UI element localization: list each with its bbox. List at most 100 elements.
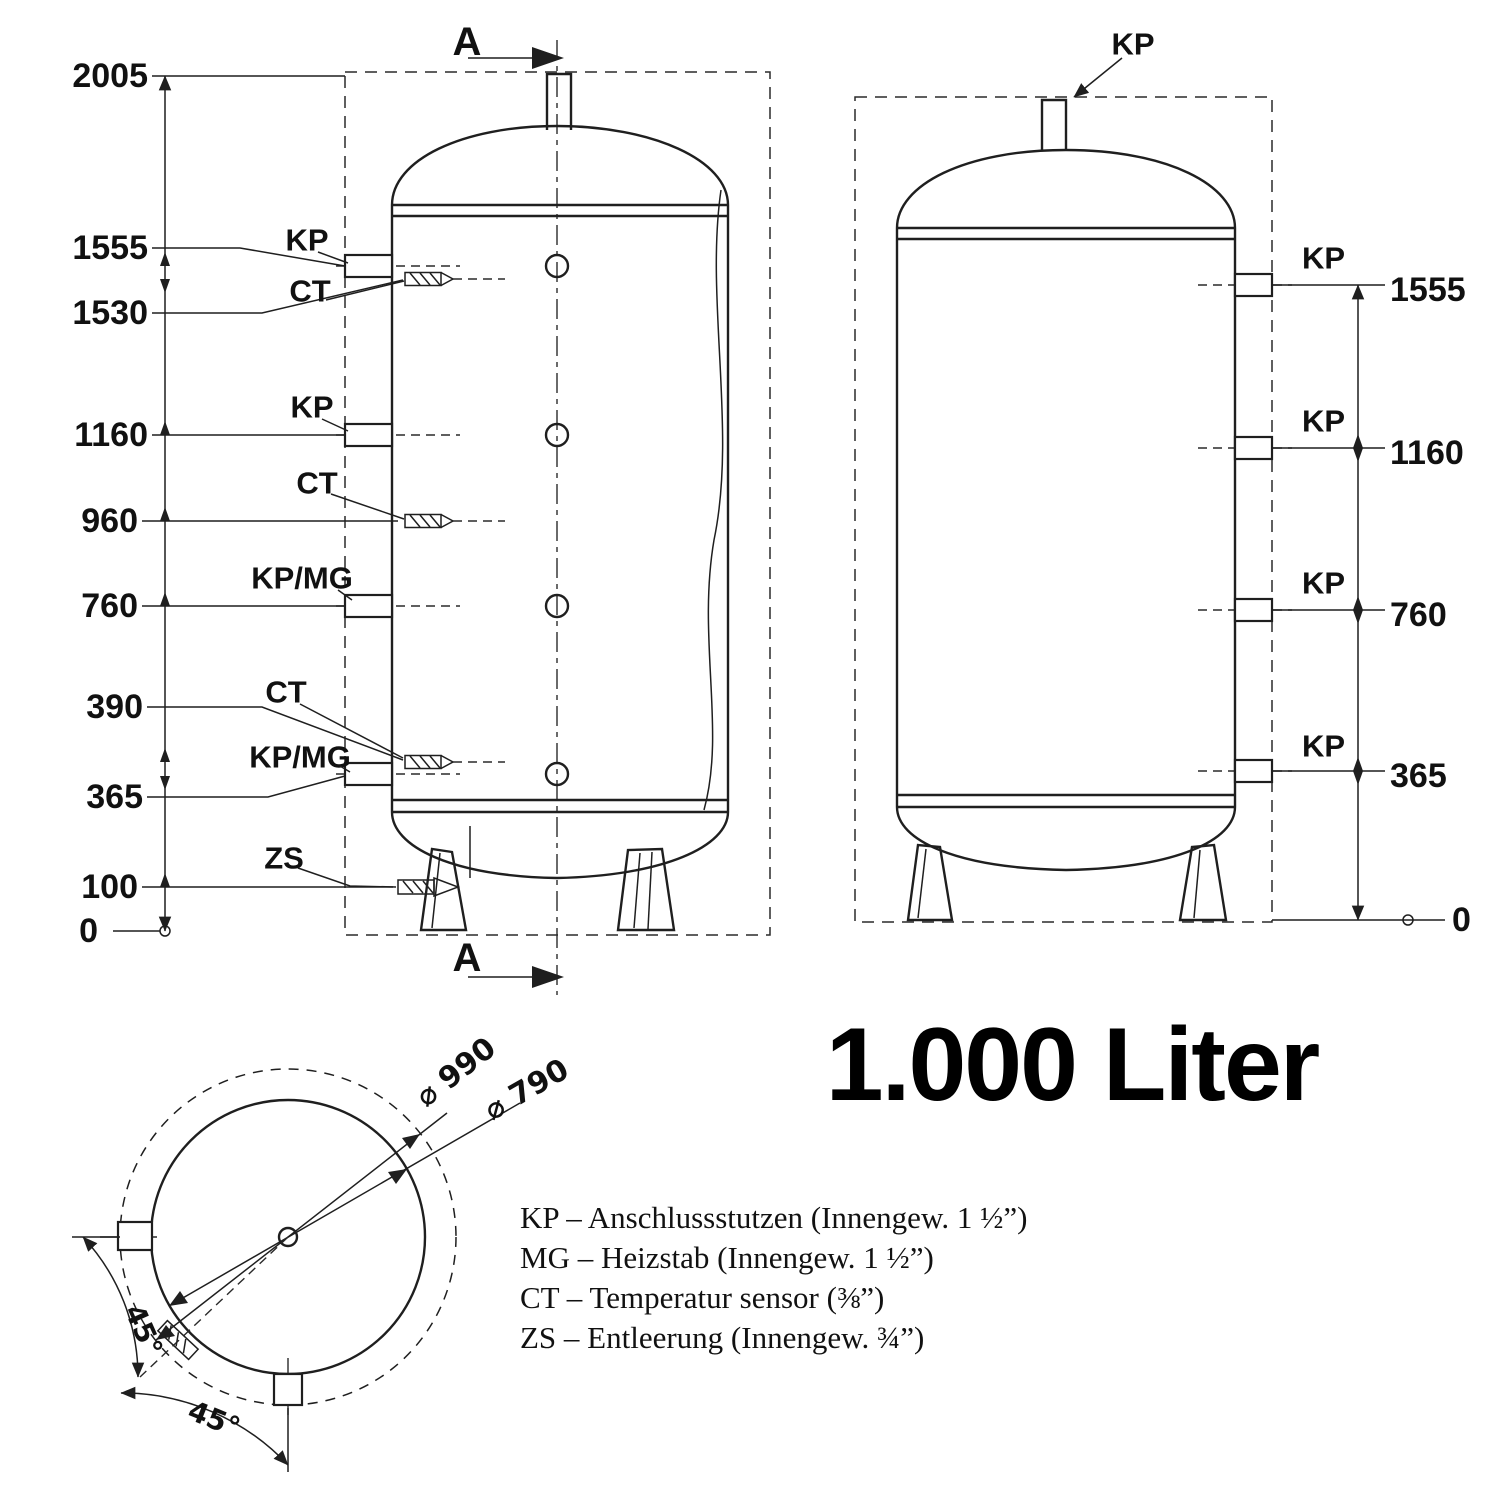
dim-390-label: 390 bbox=[86, 688, 143, 726]
ct-sensor-390 bbox=[404, 754, 505, 770]
angle-bottom-label: 45° bbox=[183, 1394, 244, 1444]
ct-sensor-960 bbox=[404, 513, 505, 529]
inner-diameter-dimension: ⌀ 790 bbox=[168, 1052, 575, 1307]
side-dim-365-label: 365 bbox=[1390, 757, 1447, 795]
side-bottom-dome bbox=[895, 806, 1237, 872]
front-dimensions: 2005 1555 1530 1160 960 760 390 365 100 … bbox=[72, 57, 404, 950]
legend: KP – Anschlussstutzen (Innengew. 1 ½”) M… bbox=[520, 1200, 1027, 1355]
kpmg-nozzle-365 bbox=[343, 761, 394, 787]
port-kp2-label: KP bbox=[290, 390, 333, 425]
side-right-foot bbox=[1178, 843, 1228, 922]
section-arrowhead-top bbox=[532, 47, 564, 69]
legend-mg: MG – Heizstab (Innengew. 1 ½”) bbox=[520, 1240, 934, 1275]
side-kp-nozzle-1160 bbox=[1233, 435, 1274, 461]
front-left-foot bbox=[419, 847, 468, 932]
side-dim-0-label: 0 bbox=[1452, 901, 1471, 939]
coupling-circle-3 bbox=[544, 593, 570, 619]
side-dimension-leaders bbox=[1272, 284, 1445, 926]
side-view: KP KP KP KP KP bbox=[854, 27, 1471, 939]
legend-ct: CT – Temperatur sensor (⅜”) bbox=[520, 1280, 884, 1315]
front-top-dome bbox=[390, 124, 730, 206]
coupling-circle-1 bbox=[544, 253, 570, 279]
section-label-top: A bbox=[453, 20, 482, 64]
front-tank-shell bbox=[390, 72, 730, 932]
port-kpmg1-label: KP/MG bbox=[251, 561, 353, 596]
port-kp1-label: KP bbox=[285, 223, 328, 258]
dim-960-label: 960 bbox=[81, 502, 138, 540]
side-dimensions: 1555 1160 760 365 0 bbox=[1272, 271, 1471, 939]
section-marker-top: A bbox=[453, 20, 564, 69]
side-left-foot-line bbox=[917, 848, 927, 919]
side-kp-nozzle-365 bbox=[1233, 758, 1274, 784]
dim-100-label: 100 bbox=[81, 868, 138, 906]
front-ct-sensors bbox=[404, 271, 505, 770]
side-right-foot-line bbox=[1193, 849, 1201, 919]
zs-drain bbox=[397, 826, 471, 898]
kp-nozzle-1160 bbox=[343, 422, 394, 448]
side-port-kp1-label: KP bbox=[1302, 241, 1345, 276]
front-feet bbox=[419, 847, 676, 932]
front-seam-curve bbox=[703, 189, 724, 811]
kpmg-nozzle-760 bbox=[343, 593, 394, 619]
side-left-foot bbox=[906, 843, 954, 922]
side-port-kp4-label: KP bbox=[1302, 729, 1345, 764]
side-top-kp-label: KP bbox=[1111, 27, 1154, 62]
kp-nozzle-1555 bbox=[343, 253, 394, 279]
side-top-kp-leader bbox=[1073, 57, 1123, 98]
dim-365-label: 365 bbox=[86, 778, 143, 816]
front-left-foot-line bbox=[431, 852, 441, 929]
front-right-foot-line-2 bbox=[647, 851, 653, 930]
section-arrowhead-bottom bbox=[532, 966, 564, 988]
side-top-nozzle bbox=[1040, 98, 1068, 150]
port-kpmg2-label: KP/MG bbox=[249, 740, 351, 775]
port-zs-label: ZS bbox=[264, 841, 304, 876]
front-view: A A bbox=[336, 20, 771, 995]
side-kp-nozzle-760 bbox=[1233, 597, 1274, 623]
front-side-nozzles bbox=[336, 253, 460, 787]
side-tank-shell bbox=[895, 98, 1237, 922]
port-ct1-label: CT bbox=[289, 274, 330, 309]
top-view-sensor bbox=[139, 1236, 289, 1378]
side-port-kp2-label: KP bbox=[1302, 404, 1345, 439]
side-chain-arrows bbox=[1353, 434, 1363, 785]
front-top-nozzle bbox=[545, 72, 573, 130]
legend-zs: ZS – Entleerung (Innengew. ¾”) bbox=[520, 1320, 924, 1355]
dim-2005-label: 2005 bbox=[72, 57, 148, 95]
port-ct2-label: CT bbox=[296, 466, 337, 501]
dimension-leaders-left bbox=[113, 75, 404, 937]
top-view-bottom-nozzle bbox=[272, 1372, 304, 1407]
coupling-circle-2 bbox=[544, 422, 570, 448]
dim-760-label: 760 bbox=[81, 587, 138, 625]
front-right-foot-line-1 bbox=[633, 852, 641, 929]
page-title: 1.000 Liter bbox=[826, 1007, 1319, 1123]
top-view-left-nozzle bbox=[116, 1220, 154, 1252]
dimension-chain-arrows bbox=[160, 252, 170, 887]
legend-kp: KP – Anschlussstutzen (Innengew. 1 ½”) bbox=[520, 1200, 1027, 1235]
front-bottom-dome bbox=[390, 811, 730, 880]
front-centerline-couplings bbox=[544, 253, 570, 787]
angle-dimensions: 45° 45° bbox=[72, 1236, 289, 1472]
dim-1530-label: 1530 bbox=[72, 294, 148, 332]
side-bounding-box bbox=[854, 96, 1273, 923]
side-right-nozzles bbox=[1198, 272, 1292, 784]
dim-0-label-left: 0 bbox=[79, 912, 98, 950]
center-coupling-circle bbox=[277, 1226, 299, 1248]
dim-1555-label: 1555 bbox=[72, 229, 148, 267]
angle-left-label: 45° bbox=[118, 1299, 170, 1361]
section-marker-bottom: A bbox=[453, 936, 564, 988]
side-port-kp3-label: KP bbox=[1302, 566, 1345, 601]
side-kp-nozzle-1555 bbox=[1233, 272, 1274, 298]
side-feet bbox=[906, 843, 1228, 922]
dim-1160-label: 1160 bbox=[74, 416, 148, 454]
outer-diameter-dimension: ⌀ 990 bbox=[155, 1031, 503, 1341]
front-port-labels: KP CT KP CT KP/MG CT KP/MG ZS bbox=[249, 223, 405, 888]
section-label-bottom: A bbox=[453, 936, 482, 980]
coupling-circle-4 bbox=[544, 761, 570, 787]
side-top-dome bbox=[895, 148, 1237, 229]
side-dim-1160-label: 1160 bbox=[1390, 434, 1464, 472]
ct-sensor-1530 bbox=[404, 271, 505, 287]
side-dim-760-label: 760 bbox=[1390, 596, 1447, 634]
front-right-foot bbox=[616, 847, 676, 932]
